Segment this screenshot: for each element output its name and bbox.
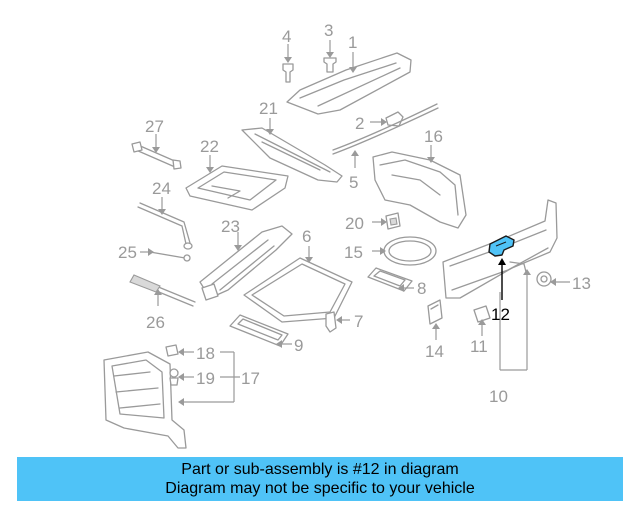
part-21-trim-panel: 21: [241, 99, 343, 183]
part-10-rear-trim-panel: 10: [442, 199, 558, 406]
part-25-pin: 25: [118, 243, 191, 262]
callout-7: 7: [354, 312, 363, 331]
callout-2: 2: [355, 114, 364, 133]
part-16-side-trim: 16: [372, 127, 467, 229]
part-9-sill-trim: 9: [229, 314, 303, 355]
callout-26: 26: [146, 313, 165, 332]
callout-19: 19: [196, 369, 215, 388]
part-3-screw: 3: [323, 21, 337, 73]
part-5-trim-strip: 5: [332, 103, 439, 192]
part-7-clip: 7: [325, 311, 363, 333]
callout-11: 11: [470, 337, 488, 356]
callout-12: 12: [491, 305, 510, 324]
part-22-storage-tray: 22: [185, 137, 289, 211]
part-27-wrench: 27: [131, 117, 182, 170]
banner-line-2: Diagram may not be specific to your vehi…: [165, 480, 475, 497]
callout-3: 3: [324, 21, 333, 40]
part-11-clip: 11: [470, 305, 491, 356]
part-23-jack: 23: [199, 217, 293, 301]
part-20-clip: 20: [345, 212, 401, 233]
part-8-lamp: 8: [367, 267, 426, 298]
callout-18: 18: [196, 344, 215, 363]
part-1-parcel-shelf: 1: [286, 33, 412, 115]
callout-4: 4: [282, 27, 291, 46]
part-17-side-panel: [103, 351, 187, 449]
parts-diagram: 4 3 1 2 5 21: [103, 21, 591, 449]
callout-25: 25: [118, 243, 137, 262]
part-15-round-cover: 15: [344, 236, 437, 266]
part-18-fastener: 18: [165, 344, 215, 363]
callout-27: 27: [145, 117, 164, 136]
part-26-screwdriver: 26: [129, 274, 196, 332]
callout-13: 13: [572, 274, 591, 293]
callout-9: 9: [294, 336, 303, 355]
part-12-bracket-highlighted: 12: [488, 235, 515, 324]
callout-10: 10: [489, 387, 508, 406]
callout-1: 1: [348, 33, 357, 52]
part-4-clip: 4: [282, 27, 294, 83]
callout-20: 20: [345, 214, 364, 233]
callout-24: 24: [152, 179, 171, 198]
callout-15: 15: [344, 243, 363, 262]
info-banner: Part or sub-assembly is #12 in diagram D…: [17, 457, 623, 501]
callout-17: 17: [241, 369, 260, 388]
callout-8: 8: [417, 279, 426, 298]
callout-22: 22: [200, 137, 219, 156]
part-6-floor-mat: 6: [243, 227, 353, 323]
callout-6: 6: [302, 227, 311, 246]
callout-16: 16: [424, 127, 443, 146]
callout-21: 21: [259, 99, 278, 118]
banner-line-1: Part or sub-assembly is #12 in diagram: [181, 461, 459, 478]
callout-5: 5: [349, 173, 358, 192]
part-19-fastener: 19: [169, 368, 215, 388]
part-2-bracket: 2: [355, 111, 404, 133]
callout-14: 14: [425, 342, 444, 361]
part-14-cover: 14: [425, 299, 444, 361]
part-13-grommet: 13: [536, 271, 591, 293]
callout-17-bracket: 17: [178, 351, 260, 406]
part-24-lug-wrench: 24: [137, 179, 193, 250]
callout-23: 23: [221, 217, 240, 236]
